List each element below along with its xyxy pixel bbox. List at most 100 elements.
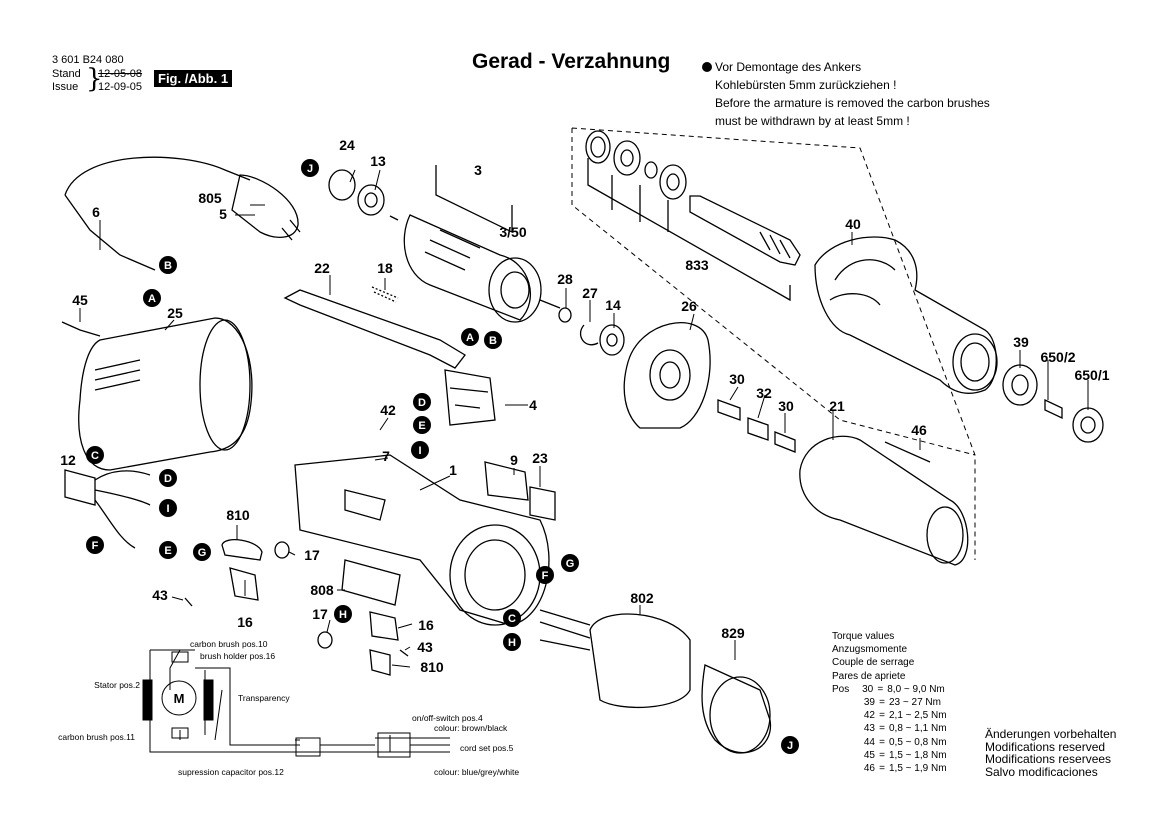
part-label: 43 xyxy=(417,639,433,655)
part-label: 650/1 xyxy=(1074,367,1109,383)
screw-45 xyxy=(61,321,101,337)
guard-829 xyxy=(701,664,772,754)
part-label: 26 xyxy=(681,298,697,314)
brush-box-icon xyxy=(171,727,189,739)
part-label: 28 xyxy=(557,271,573,287)
part-label: 802 xyxy=(630,590,654,606)
label-plate-9 xyxy=(484,461,529,501)
part-label: 25 xyxy=(167,305,183,321)
part-label: 5 xyxy=(219,206,227,222)
part-label: 27 xyxy=(582,285,598,301)
svg-text:B: B xyxy=(489,335,497,347)
screw-46 xyxy=(884,441,931,463)
armature-3 xyxy=(403,214,531,321)
connector-badge: F xyxy=(536,566,554,584)
screw-43b xyxy=(399,649,409,657)
capacitor-12 xyxy=(64,469,96,506)
connector-badge: B xyxy=(484,331,502,349)
note-de-line-2: Kohlebürsten 5mm zurückziehen ! xyxy=(715,78,897,92)
part-label: 6 xyxy=(92,204,100,220)
connector-badge: J xyxy=(301,159,319,177)
part-label: 3/50 xyxy=(499,224,526,240)
part-label: 805 xyxy=(198,190,222,206)
spindle-bracket-833 xyxy=(587,158,791,302)
stand-date: 12-05-08 xyxy=(98,68,143,80)
torque-value: 23 ~ 27 Nm xyxy=(889,697,941,709)
schematic-wires xyxy=(142,649,450,758)
svg-text:G: G xyxy=(198,547,207,559)
svg-text:I: I xyxy=(418,445,421,457)
equals-sign: = xyxy=(879,749,885,761)
document-number: 3 601 B24 080 xyxy=(52,54,124,66)
brush-holder-16a xyxy=(229,567,259,601)
brace-glyph: } xyxy=(86,64,103,94)
spindle-shaft xyxy=(689,195,801,266)
switch-label: on/off-switch pos.4 xyxy=(412,713,483,723)
torque-value: 0,5 ~ 0,8 Nm xyxy=(889,736,947,748)
torque-row: 44=0,5 ~ 0,8 Nm xyxy=(832,736,979,749)
part-label: 833 xyxy=(685,257,709,273)
svg-text:H: H xyxy=(508,637,516,649)
equals-sign: = xyxy=(879,763,885,775)
svg-text:B: B xyxy=(164,260,172,272)
torque-row: 43=0,8 ~ 1,1 Nm xyxy=(832,722,979,735)
part-label: 4 xyxy=(529,397,537,413)
stator-802 xyxy=(589,613,691,708)
assembly-frame-dashed xyxy=(571,127,976,560)
part-label: 16 xyxy=(418,617,434,633)
svg-text:E: E xyxy=(164,545,171,557)
equals-sign: = xyxy=(879,723,885,735)
part-label: 13 xyxy=(370,153,386,169)
connector-badge: E xyxy=(159,541,177,559)
connector-badge: I xyxy=(159,499,177,517)
torque-pos: 39 xyxy=(863,697,875,709)
svg-text:D: D xyxy=(164,473,172,485)
transparency-label: Transparency xyxy=(238,693,290,703)
schematic-labels: carbon brush pos.10 brush holder pos.16 … xyxy=(58,639,519,777)
brush-holder-16-label: brush holder pos.16 xyxy=(200,651,275,661)
plug-5 xyxy=(231,174,299,238)
coupling-32 xyxy=(747,417,769,441)
part-label: 24 xyxy=(339,137,355,153)
revision-dates: 12-05-08 12-09-05 xyxy=(98,68,142,94)
svg-text:F: F xyxy=(92,540,99,552)
capacitor-symbol xyxy=(295,737,321,757)
torque-value: 0,8 ~ 1,1 Nm xyxy=(889,723,947,735)
torque-row: 39=23 ~ 27 Nm xyxy=(832,696,979,709)
equals-sign: = xyxy=(879,736,885,748)
screw-43a xyxy=(184,597,193,607)
part-label: 650/2 xyxy=(1040,349,1075,365)
gear-housing-40 xyxy=(814,236,997,394)
svg-text:E: E xyxy=(418,420,425,432)
torque-pos: 30 xyxy=(862,683,874,695)
part-label: 42 xyxy=(380,402,396,418)
svg-text:J: J xyxy=(787,740,793,752)
connector-badge: J xyxy=(781,736,799,754)
issue-label: Issue xyxy=(52,81,79,93)
slider-23 xyxy=(529,486,556,521)
carbon-brush-810a xyxy=(221,539,263,561)
colour-1-label: colour: brown/black xyxy=(434,723,508,733)
ring-icon xyxy=(585,130,611,164)
part-label: 808 xyxy=(310,582,334,598)
collet-650-2 xyxy=(1044,398,1063,420)
svg-text:J: J xyxy=(307,163,313,175)
brush-box-icon xyxy=(171,651,189,663)
coupling-30a xyxy=(717,399,741,421)
circlip-27 xyxy=(579,324,599,346)
torque-row: 42=2,1 ~ 2,5 Nm xyxy=(832,709,979,722)
part-label: 810 xyxy=(226,507,250,523)
bearing-14 xyxy=(599,324,625,356)
spring-17b xyxy=(317,631,333,649)
carbon-brush-11-label: carbon brush pos.11 xyxy=(58,732,135,742)
svg-text:G: G xyxy=(566,558,575,570)
capacitor-label: supression capacitor pos.12 xyxy=(178,767,284,777)
torque-heading: Couple de serrage xyxy=(832,657,915,669)
connector-badge: A xyxy=(143,289,161,307)
svg-text:A: A xyxy=(148,293,156,305)
svg-text:D: D xyxy=(418,397,426,409)
stand-label: Stand xyxy=(52,68,81,80)
changes-line: Modifications reservees xyxy=(985,752,1112,766)
spacer-28 xyxy=(558,307,572,323)
